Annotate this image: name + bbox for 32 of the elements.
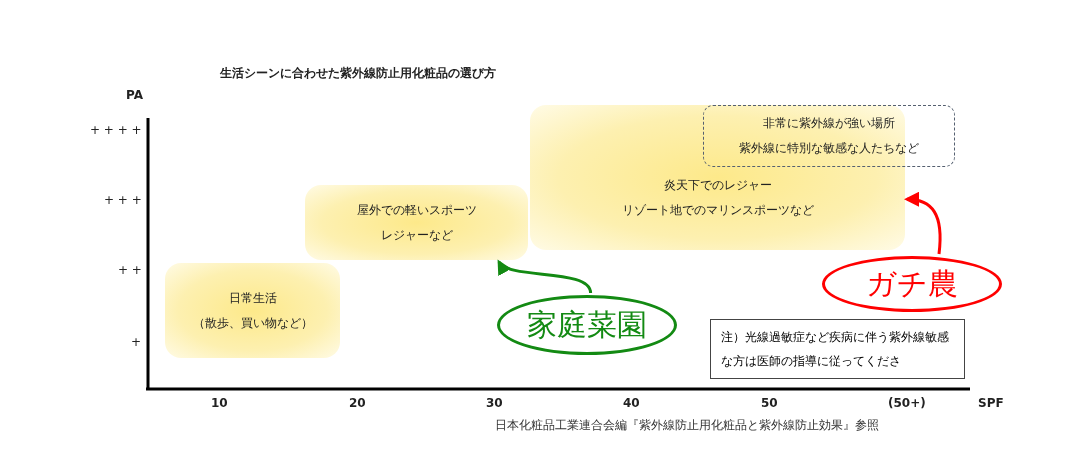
tick-label: + + + + [90,123,142,137]
arrow [496,259,593,294]
scene-text: リゾート地でのマリンスポーツなど [621,201,814,219]
scene-text: 屋外での軽いスポーツ [356,201,477,219]
note-text: 注）光線過敏症など疾病に伴う紫外線敏感な方は医師の指導に従ってくださ [721,329,950,370]
scene-text: 非常に紫外線が強い場所 [763,115,895,132]
note-box [710,319,965,379]
tick-label: + + [118,263,142,277]
callout-text: ガチ農 [866,264,958,303]
scene-box [530,105,905,250]
chart-title: 生活シーンに合わせた紫外線防止用化粧品の選び方 [220,65,496,82]
scene-text: レジャーなど [380,226,453,244]
scene-text: 炎天下でのレジャー [663,176,772,194]
callout-text: 家庭菜園 [527,305,647,344]
scene-text: （散歩、買い物など） [192,314,313,332]
axis-title: PA [126,88,143,102]
note-box [703,105,955,167]
tick-label: 40 [623,396,640,410]
scene-text: 日常生活 [228,289,277,307]
axis-title: SPF [978,396,1004,410]
scene-text: 紫外線に特別な敏感な人たちなど [739,140,919,157]
scene-box [305,185,528,260]
scene-box [165,263,340,358]
tick-label: 30 [486,396,503,410]
tick-label: + + + [104,193,142,207]
tick-label: + [131,335,142,349]
tick-label: (50+) [888,396,926,410]
tick-label: 10 [211,396,228,410]
tick-label: 20 [349,396,366,410]
tick-label: 50 [761,396,778,410]
source-note: 日本化粧品工業連合会編『紫外線防止用化粧品と紫外線防止効果』参照 [495,417,879,434]
arrow [904,192,942,255]
